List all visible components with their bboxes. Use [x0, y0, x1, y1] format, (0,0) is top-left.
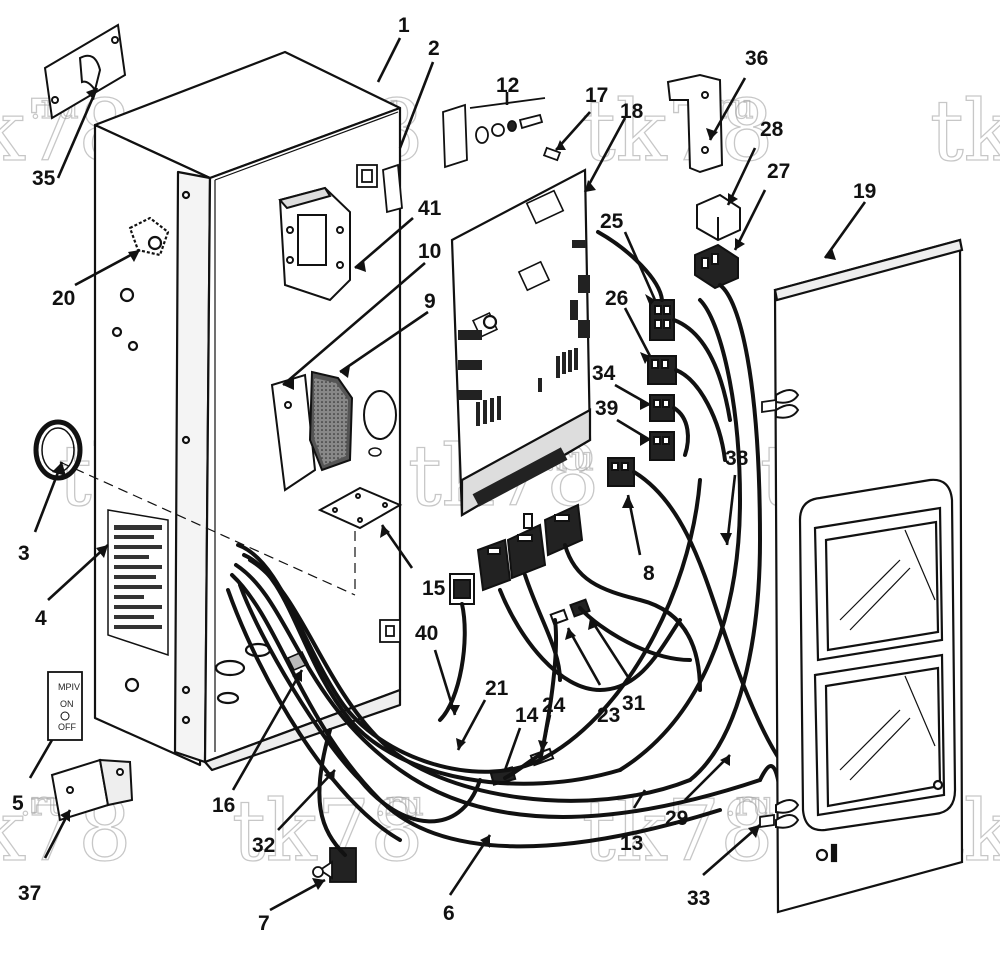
callout-10: 10 [418, 240, 441, 263]
switch-plate-line3: OFF [58, 722, 76, 732]
clip-2 [356, 163, 403, 214]
splice-23 [549, 608, 569, 626]
mounting-plate [317, 486, 403, 530]
leader-lines [28, 37, 867, 912]
bracket-36 [666, 73, 724, 174]
callout-36: 36 [745, 47, 768, 70]
switch-plate: MPIV ON OFF [47, 671, 83, 741]
callout-37: 37 [18, 882, 41, 905]
callout-16: 16 [212, 794, 235, 817]
arrowheads [52, 88, 836, 890]
callout-19: 19 [853, 180, 876, 203]
callout-28: 28 [760, 118, 784, 141]
transformer [278, 186, 351, 302]
bracket-35 [43, 23, 127, 120]
callout-2: 2 [428, 37, 440, 60]
callout-6: 6 [443, 902, 455, 925]
watermark-4: tk78 [930, 82, 1000, 180]
callout-13: 13 [620, 832, 643, 855]
callout-20: 20 [52, 287, 75, 310]
callout-40: 40 [415, 622, 438, 645]
callout-33: 33 [687, 887, 710, 910]
connector-25 [649, 299, 675, 341]
callout-29: 29 [665, 807, 688, 830]
callout-12: 12 [496, 74, 519, 97]
callout-26: 26 [605, 287, 628, 310]
callout-31: 31 [622, 692, 646, 715]
callout-23: 23 [597, 704, 620, 727]
panel-fastener [379, 619, 401, 643]
data-plate [107, 509, 169, 657]
relay-socket [694, 243, 739, 290]
panel-hole [363, 390, 397, 440]
connector-block [476, 503, 584, 592]
connector-34 [649, 394, 675, 422]
switch-plate-line1: MPIV [58, 682, 80, 692]
callout-34: 34 [592, 362, 616, 385]
door-panel [773, 238, 964, 914]
callout-18: 18 [620, 100, 644, 123]
callout-35: 35 [32, 167, 56, 190]
bracket-37 [50, 758, 134, 822]
relay [696, 193, 741, 242]
pin-17 [542, 146, 562, 162]
callout-38: 38 [725, 447, 749, 470]
bolt-assembly [442, 97, 546, 169]
connector-39 [649, 431, 675, 461]
callout-15: 15 [422, 577, 446, 600]
callout-41: 41 [418, 197, 442, 220]
callout-32: 32 [252, 834, 275, 857]
dashed-lines [59, 461, 356, 596]
callout-1: 1 [398, 14, 410, 37]
switch-plate-line2: ON [60, 699, 74, 709]
callout-7: 7 [258, 912, 270, 935]
callout-9: 9 [424, 290, 436, 313]
callout-17: 17 [585, 84, 608, 107]
connector-8 [607, 457, 635, 487]
enclosure-box [93, 50, 402, 772]
callout-numbers: 1 2 3 4 5 6 7 8 9 10 12 13 14 15 16 17 1… [12, 14, 876, 935]
mesh-filter [308, 370, 354, 472]
wire-harness [226, 230, 782, 857]
callout-8: 8 [643, 562, 655, 585]
callout-5: 5 [12, 792, 24, 815]
connector-plug [449, 573, 475, 605]
callout-14: 14 [515, 704, 539, 727]
callout-4: 4 [35, 607, 47, 630]
callout-25: 25 [600, 210, 624, 233]
connector-26 [647, 355, 677, 385]
callout-3: 3 [18, 542, 30, 565]
door-screws [759, 398, 777, 829]
panel-standoff [368, 447, 382, 457]
callout-24: 24 [542, 694, 566, 717]
circuit-board [450, 168, 592, 517]
callout-27: 27 [767, 160, 790, 183]
callout-39: 39 [595, 397, 618, 420]
callout-21: 21 [485, 677, 509, 700]
